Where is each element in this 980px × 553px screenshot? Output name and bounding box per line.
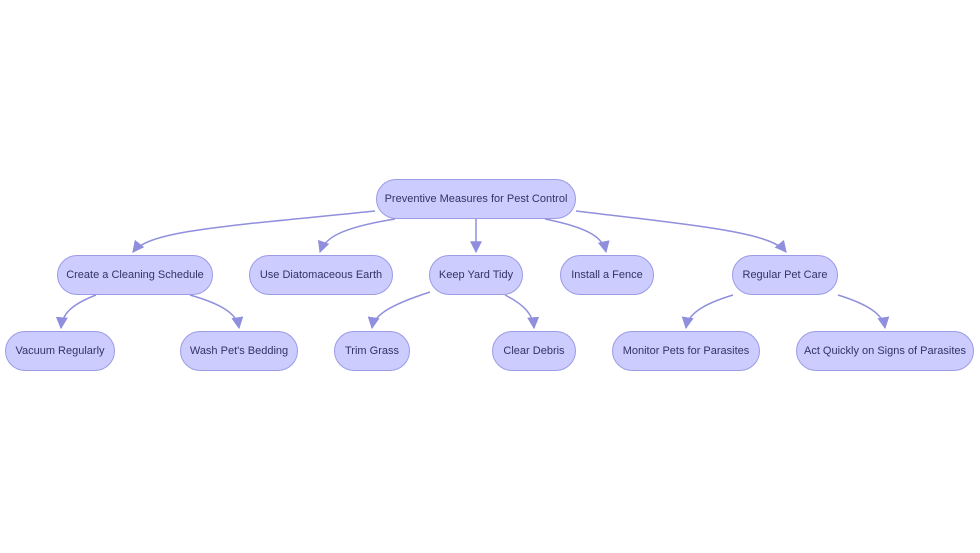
- node-wash-pets-bedding[interactable]: Wash Pet's Bedding: [180, 331, 298, 371]
- node-root[interactable]: Preventive Measures for Pest Control: [376, 179, 576, 219]
- edge-root-diatom: [317, 218, 396, 254]
- node-vacuum-regularly[interactable]: Vacuum Regularly: [5, 331, 115, 371]
- edge-yard-debris: [504, 294, 540, 330]
- edge-cleaning-bedding: [189, 294, 244, 330]
- edge-root-cleaning: [132, 210, 376, 253]
- node-create-cleaning-schedule[interactable]: Create a Cleaning Schedule: [57, 255, 213, 295]
- edge-root-petcare: [575, 210, 787, 253]
- node-clear-debris[interactable]: Clear Debris: [492, 331, 576, 371]
- node-act-quickly-parasites[interactable]: Act Quickly on Signs of Parasites: [796, 331, 974, 371]
- edge-yard-grass: [367, 291, 431, 330]
- edge-cleaning-vacuum: [55, 294, 97, 330]
- edge-petcare-monitor: [681, 294, 734, 330]
- node-keep-yard-tidy[interactable]: Keep Yard Tidy: [429, 255, 523, 295]
- node-regular-pet-care[interactable]: Regular Pet Care: [732, 255, 838, 295]
- edge-root-fence: [544, 218, 610, 254]
- node-install-fence[interactable]: Install a Fence: [560, 255, 654, 295]
- node-use-diatomaceous-earth[interactable]: Use Diatomaceous Earth: [249, 255, 393, 295]
- node-trim-grass[interactable]: Trim Grass: [334, 331, 410, 371]
- node-monitor-pets-parasites[interactable]: Monitor Pets for Parasites: [612, 331, 760, 371]
- edge-petcare-act: [837, 294, 890, 330]
